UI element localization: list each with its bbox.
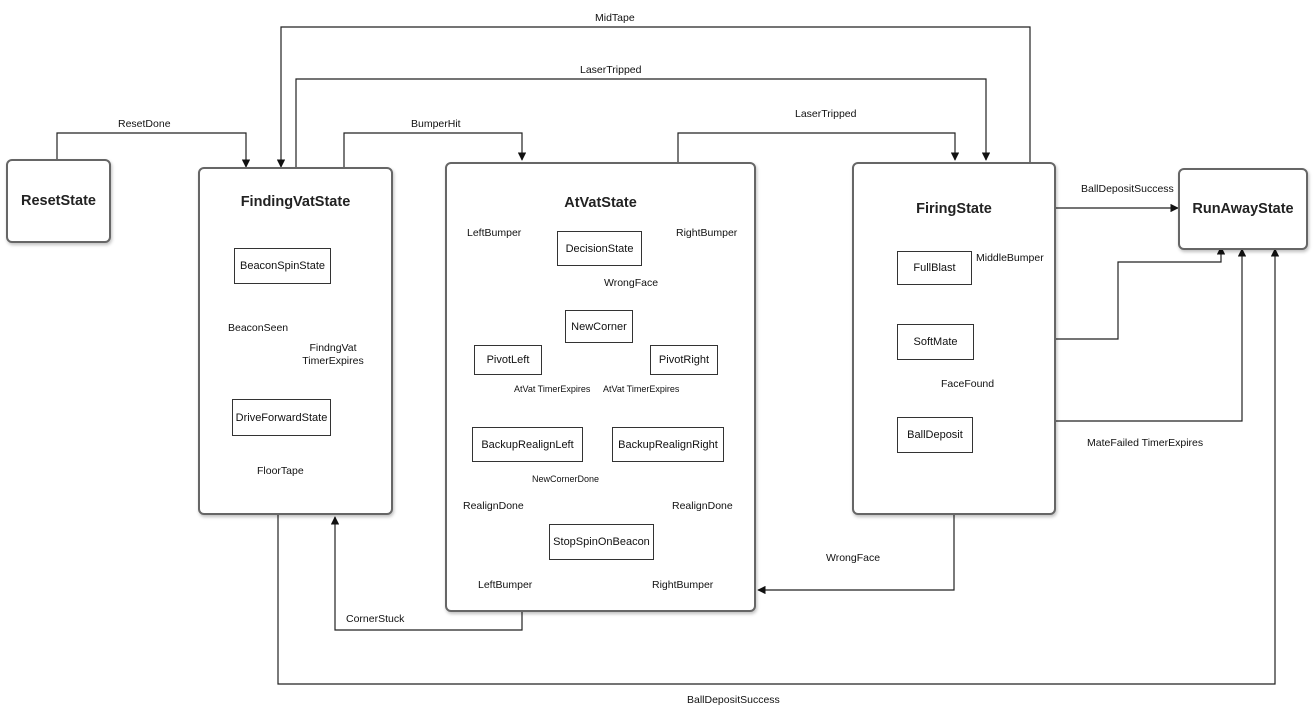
substate-backup-realign-right: BackupRealignRight bbox=[612, 427, 724, 462]
label-corner-stuck: CornerStuck bbox=[346, 613, 405, 625]
label-laser-tripped-top: LaserTripped bbox=[580, 64, 642, 76]
edge-ball-deposit-success-bottom bbox=[277, 248, 1280, 685]
label-mid-tape: MidTape bbox=[595, 12, 635, 24]
label-finding-vat-timer: FindngVat TimerExpires bbox=[293, 342, 373, 368]
label-bumper-hit: BumperHit bbox=[411, 118, 461, 130]
substate-beacon-spin: BeaconSpinState bbox=[234, 248, 331, 284]
substate-stop-spin-on-beacon: StopSpinOnBeacon bbox=[549, 524, 654, 560]
edge-wrong-face-outer bbox=[757, 515, 955, 595]
state-finding-vat: FindingVatState bbox=[198, 167, 393, 515]
state-reset-title: ResetState bbox=[21, 193, 96, 209]
substate-backup-realign-left: BackupRealignLeft bbox=[472, 427, 583, 462]
state-reset: ResetState bbox=[6, 159, 111, 243]
label-left-bumper-top: LeftBumper bbox=[467, 227, 522, 239]
label-laser-tripped: LaserTripped bbox=[795, 108, 857, 120]
state-finding-vat-title: FindingVatState bbox=[240, 194, 351, 210]
substate-pivot-right: PivotRight bbox=[650, 345, 718, 375]
label-wrong-face-outer: WrongFace bbox=[826, 552, 881, 564]
label-wrong-face-inner: WrongFace bbox=[604, 277, 659, 289]
label-ball-deposit-success-bottom: BallDepositSuccess bbox=[687, 694, 780, 706]
label-atvat-timer-mid: AtVat TimerExpires bbox=[603, 384, 680, 394]
label-beacon-seen: BeaconSeen bbox=[228, 322, 289, 334]
label-right-bumper-top: RightBumper bbox=[676, 227, 738, 239]
label-new-corner-done: NewCornerDone bbox=[532, 474, 600, 484]
label-ball-deposit-success-right: BallDepositSuccess bbox=[1081, 183, 1174, 195]
state-firing-title: FiringState bbox=[916, 201, 992, 217]
label-floor-tape: FloorTape bbox=[257, 465, 304, 477]
state-at-vat-title: AtVatState bbox=[564, 195, 637, 211]
label-middle-bumper: MiddleBumper bbox=[976, 252, 1044, 264]
substate-decision: DecisionState bbox=[557, 231, 642, 266]
label-left-bumper-bottom: LeftBumper bbox=[478, 579, 533, 591]
label-realign-done-left: RealignDone bbox=[463, 500, 524, 512]
edge-laser-tripped-top bbox=[295, 78, 991, 167]
state-run-away: RunAwayState bbox=[1178, 168, 1308, 250]
edge-bumper-hit bbox=[343, 132, 527, 167]
label-realign-done-right: RealignDone bbox=[672, 500, 733, 512]
edge-corner-stuck bbox=[330, 516, 523, 631]
label-atvat-timer-left: AtVat TimerExpires bbox=[514, 384, 591, 394]
label-face-found: FaceFound bbox=[941, 378, 995, 390]
label-right-bumper-bottom: RightBumper bbox=[652, 579, 714, 591]
state-run-away-title: RunAwayState bbox=[1192, 201, 1294, 217]
substate-full-blast: FullBlast bbox=[897, 251, 972, 285]
edge-laser-tripped bbox=[677, 132, 960, 162]
edge-reset-done bbox=[56, 132, 251, 168]
label-finding-vat-timer-line1: FindngVat bbox=[309, 342, 357, 354]
substate-pivot-left: PivotLeft bbox=[474, 345, 542, 375]
substate-soft-mate: SoftMate bbox=[897, 324, 974, 360]
substate-ball-deposit: BallDeposit bbox=[897, 417, 973, 453]
substate-new-corner: NewCorner bbox=[565, 310, 633, 343]
substate-drive-forward: DriveForwardState bbox=[232, 399, 331, 436]
edge-mid-tape bbox=[276, 26, 1031, 168]
label-mate-failed: MateFailed TimerExpires bbox=[1087, 437, 1204, 449]
edge-mate-failed bbox=[1056, 246, 1226, 340]
label-finding-vat-timer-line2: TimerExpires bbox=[302, 355, 364, 367]
label-reset-done: ResetDone bbox=[118, 118, 171, 130]
edge-mate-failed-2 bbox=[1056, 248, 1247, 422]
